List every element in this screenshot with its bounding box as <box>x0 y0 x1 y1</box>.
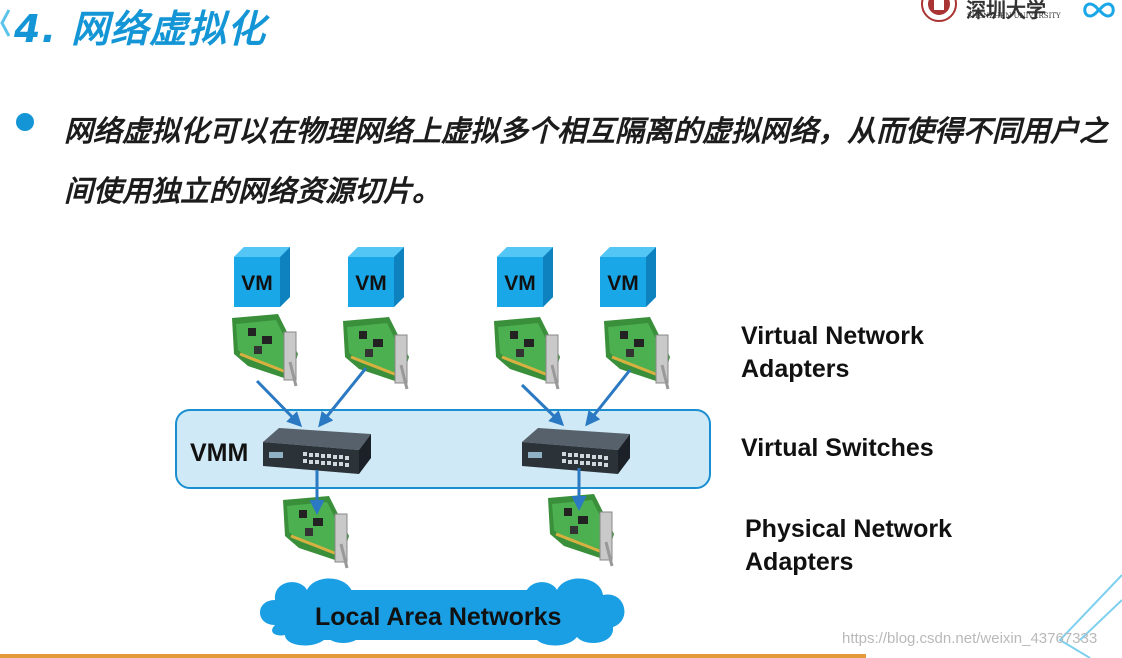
university-name-en: SHENZHEN UNIVERSITY <box>967 12 1061 20</box>
physical-adapters-label: Physical Network Adapters <box>745 515 953 576</box>
arrow-nic3-switch <box>520 383 565 427</box>
virtual-nic-3 <box>492 315 562 391</box>
arrow-nic4-switch <box>585 369 632 427</box>
bottom-rule <box>0 654 866 658</box>
vm-label-3: VM <box>504 272 536 295</box>
arrow-nic1-switch <box>255 379 303 428</box>
virtual-nic-4 <box>602 315 672 391</box>
cloud-logo-icon <box>1083 2 1115 18</box>
slide-title: 4. 网络虚拟化 <box>14 7 267 51</box>
vm-label-2: VM <box>355 272 387 295</box>
lan-label: Local Area Networks <box>315 603 562 631</box>
watermark: https://blog.csdn.net/weixin_43767333 <box>842 630 1098 647</box>
vm-label-4: VM <box>607 272 639 295</box>
university-name-cn: 深圳大学 <box>966 0 1046 22</box>
virtual-switch-left <box>263 428 371 474</box>
arrow-nic2-switch <box>318 367 368 428</box>
virtual-adapters-label: Virtual Network Adapters <box>741 322 924 383</box>
vmm-label: VMM <box>190 439 249 467</box>
corner-decoration <box>1058 574 1122 658</box>
bullet-dot-icon <box>16 113 34 131</box>
virtual-switches-label: Virtual Switches <box>741 434 934 462</box>
title-bracket-icon <box>0 9 10 37</box>
bullet-text: 网络虚拟化可以在物理网络上虚拟多个相互隔离的虚拟网络，从而使得不同用户之间使用独… <box>64 114 1109 208</box>
virtual-switch-right <box>522 428 630 474</box>
virtual-nic-1 <box>230 312 300 388</box>
university-seal-icon <box>921 0 957 22</box>
virtual-nic-2 <box>341 315 411 391</box>
vm-label-1: VM <box>241 272 273 295</box>
physical-nic-right <box>546 492 616 568</box>
